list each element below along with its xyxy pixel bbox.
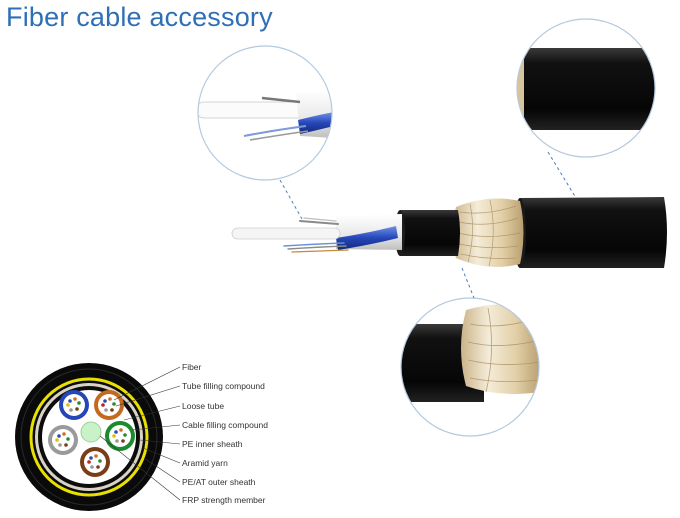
legend-frp-strength-member: FRP strength member [182,495,266,505]
inner-sheath [397,210,460,256]
main-cable [231,197,667,268]
frp-strength-member [231,227,341,240]
loose-tube-gray [48,425,78,455]
outer-sheath [516,197,667,268]
legend-loose-tube: Loose tube [182,401,225,411]
legend-leader-lines [99,366,181,501]
page-title: Fiber cable accessory [6,2,273,32]
loose-tube-green [105,421,135,451]
legend-aramid-yarn: Aramid yarn [182,458,228,468]
legend-pe-inner-sheath: PE inner sheath [182,439,243,449]
central-strength-member [80,421,102,443]
legend-pe-at-outer-sheath: PE/AT outer sheath [182,477,256,487]
callout-aramid-detail [400,297,540,437]
armor-ring [29,377,149,497]
callout-leader-lines [279,151,577,299]
legend-tube-filling-compound: Tube filling compound [182,381,265,391]
loose-tube-brown [80,447,110,477]
fiber-dots [55,397,127,469]
blue-loose-tube [336,226,398,250]
aramid-yarn [452,198,524,267]
legend-cable-filling-compound: Cable filling compound [182,420,268,430]
loose-tube-blue [59,390,89,420]
cable-cross-section [15,363,181,511]
callout-fiber-detail [197,45,333,181]
callout-outer-sheath-detail [516,18,656,158]
legend-fiber: Fiber [182,362,202,372]
